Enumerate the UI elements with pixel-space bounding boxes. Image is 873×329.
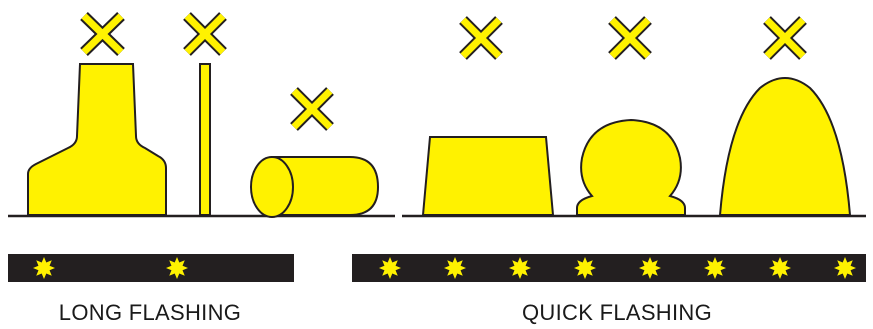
flash-star-icon xyxy=(769,257,791,279)
flash-star-icon xyxy=(379,257,401,279)
flash-star-icon xyxy=(444,257,466,279)
pillar-buoy xyxy=(720,20,850,215)
spherical-buoy xyxy=(577,20,685,215)
flash-star-icon xyxy=(574,257,596,279)
flash-star-icon xyxy=(33,257,55,279)
flash-star-icon xyxy=(166,257,188,279)
x-topmark-icon xyxy=(767,20,803,56)
x-topmark-icon xyxy=(187,16,223,52)
can-buoy xyxy=(423,20,553,215)
long-flashing-label: LONG FLASHING xyxy=(59,300,241,326)
flash-star-icon xyxy=(509,257,531,279)
spar-buoy xyxy=(28,16,166,215)
flash-star-icon xyxy=(639,257,661,279)
pole-buoy xyxy=(187,16,223,215)
flash-star-icon xyxy=(704,257,726,279)
barrel-buoy xyxy=(251,91,378,217)
flash-star-icon xyxy=(834,257,856,279)
x-topmark-icon xyxy=(463,20,499,56)
quick-flashing-label: QUICK FLASHING xyxy=(522,300,712,326)
x-topmark-icon xyxy=(612,20,648,56)
x-topmark-icon xyxy=(294,91,330,127)
x-topmark-icon xyxy=(84,16,121,52)
